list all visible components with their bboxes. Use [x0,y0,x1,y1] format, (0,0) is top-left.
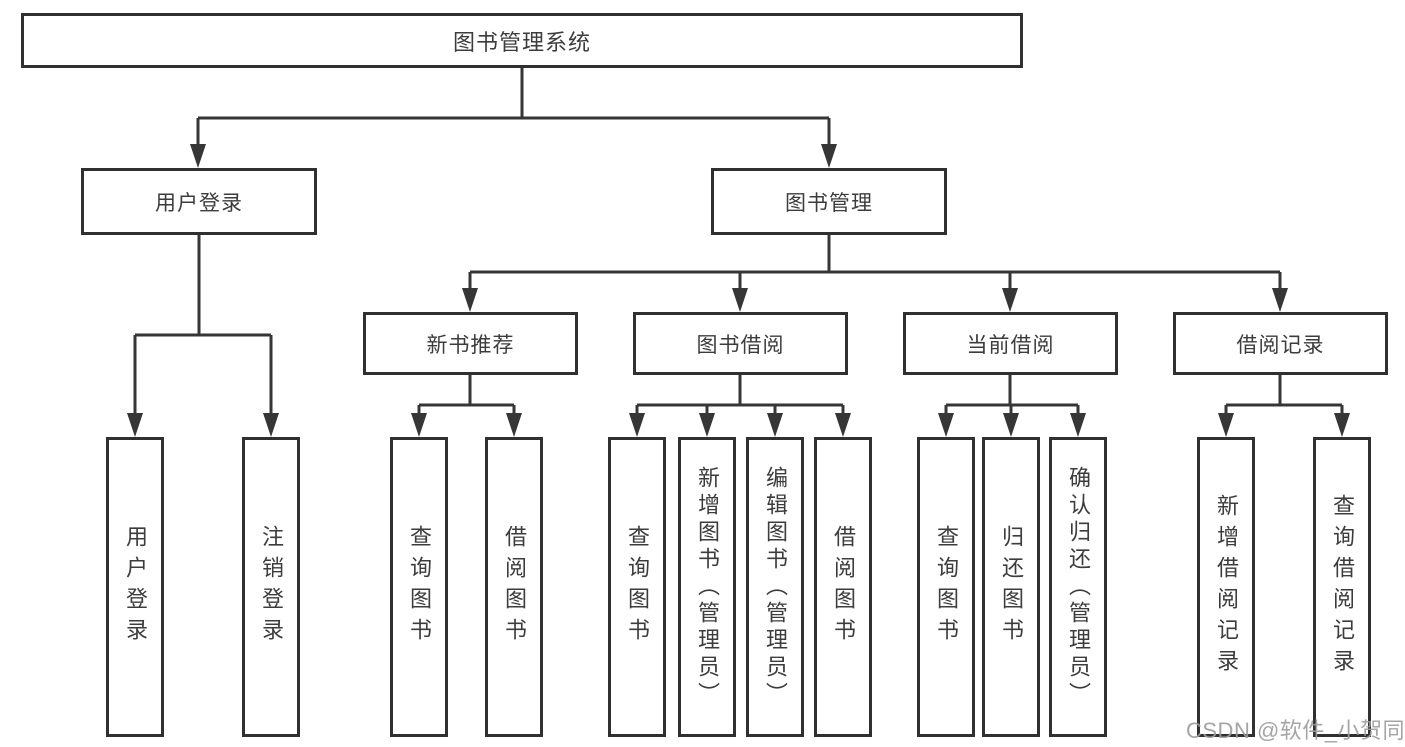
arrowhead-icon [767,413,783,437]
node-book-borrow: 图书借阅 [633,312,848,375]
connector-userlogin-to-leaves [133,235,273,417]
arrowhead-icon [938,413,954,437]
connector-root-to-level2 [196,68,831,148]
node-leaf-borrow-books-2: 借阅图书 [814,437,872,737]
arrowhead-icon [821,144,837,168]
node-leaf-borrow-books-1: 借阅图书 [485,437,543,737]
arrowhead-icon [699,413,715,437]
node-leaf-add-borrow-record: 新增借阅记录 [1197,437,1255,737]
node-user-login: 用户登录 [81,168,317,235]
node-leaf-query-books-1: 查询图书 [390,437,448,737]
connector-borrowrecords-to-leaves [1224,375,1344,417]
arrowhead-icon [1002,288,1018,312]
arrowhead-icon [1272,288,1288,312]
arrowhead-group [127,144,1350,437]
node-leaf-query-books-2: 查询图书 [608,437,666,737]
node-leaf-query-books-3: 查询图书 [917,437,975,737]
node-leaf-add-books-admin: 新增图书（管理员） [678,437,736,737]
connector-bookmgmt-to-level3 [468,235,1282,292]
arrowhead-icon [732,288,748,312]
arrowhead-icon [263,413,279,437]
arrowhead-icon [506,413,522,437]
node-leaf-return-books: 归还图书 [982,437,1040,737]
arrowhead-icon [462,288,478,312]
connector-currentborrow-to-leaves [944,375,1080,417]
node-leaf-confirm-return-admin: 确认归还（管理员） [1049,437,1107,737]
node-leaf-user-login: 用户登录 [106,437,164,737]
node-borrow-records: 借阅记录 [1173,312,1388,375]
arrowhead-icon [127,413,143,437]
node-leaf-logout: 注销登录 [242,437,300,737]
node-leaf-query-borrow-record: 查询借阅记录 [1313,437,1371,737]
csdn-watermark: CSDN @软件_小贺同学 [1186,718,1405,743]
arrowhead-icon [1003,413,1019,437]
arrowhead-icon [1334,413,1350,437]
arrowhead-icon [1218,413,1234,437]
arrowhead-icon [629,413,645,437]
node-book-management: 图书管理 [711,168,947,235]
node-library-management-system: 图书管理系统 [21,13,1023,68]
connector-bookborrow-to-leaves [635,375,845,417]
node-new-book-recommend: 新书推荐 [363,312,578,375]
arrowhead-icon [190,144,206,168]
connector-newbookrec-to-leaves [417,375,516,417]
node-current-borrow: 当前借阅 [903,312,1118,375]
arrowhead-icon [835,413,851,437]
node-leaf-edit-books-admin: 编辑图书（管理员） [746,437,804,737]
arrowhead-icon [1070,413,1086,437]
arrowhead-icon [411,413,427,437]
